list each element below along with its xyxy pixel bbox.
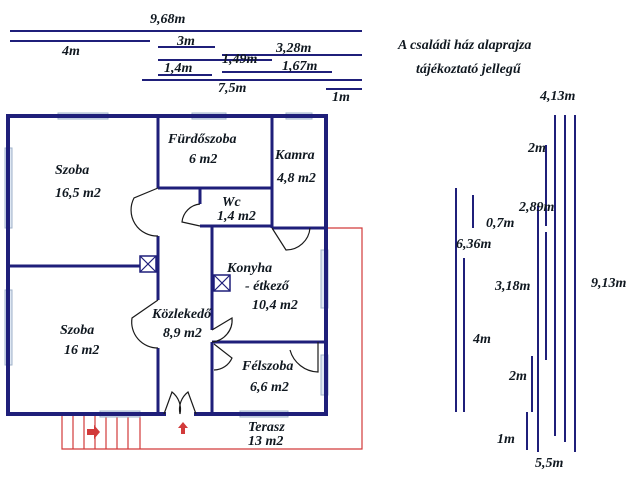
vdim-label-1m: 1m — [497, 432, 515, 447]
vdim-label-2m-b: 2m — [508, 369, 527, 384]
dim-label-1m: 1m — [332, 90, 350, 105]
room-terasz-name: Terasz — [248, 420, 285, 435]
dim-label-75: 7,5m — [218, 81, 247, 96]
entrance-arrows — [87, 422, 188, 439]
side-dimension-lines — [455, 115, 576, 452]
room-szoba1-name: Szoba — [55, 163, 89, 178]
top-dimension-labels: 9,68m 4m 3m 3,28m 1,49m 1,4m 1,67m 7,5m … — [61, 12, 350, 105]
doors — [130, 187, 319, 415]
room-felszoba-name: Félszoba — [241, 359, 293, 374]
door-room2 — [131, 299, 159, 349]
room-furdo-name: Fürdőszoba — [167, 132, 236, 147]
door-entrance-left — [163, 391, 182, 415]
door-pantry — [271, 227, 311, 251]
vdim-label-636: 6,36m — [456, 237, 492, 252]
vdim-label-318: 3,18m — [494, 279, 531, 294]
room-wc-area: 1,4 m2 — [217, 209, 256, 224]
interior-walls — [8, 116, 326, 414]
chimney-symbols — [139, 255, 231, 292]
dim-label-167: 1,67m — [282, 59, 318, 74]
dim-label-968: 9,68m — [150, 12, 186, 27]
vdim-label-413: 4,13m — [539, 89, 576, 104]
door-room1 — [130, 187, 159, 237]
dim-label-4m: 4m — [61, 44, 80, 59]
arrow-up-icon — [178, 422, 188, 434]
plan-subtitle: tájékoztató jellegű — [416, 62, 522, 77]
room-konyha-sub: - étkező — [245, 279, 290, 294]
room-kozlekedo-area: 8,9 m2 — [163, 326, 202, 341]
room-labels: Szoba 16,5 m2 Fürdőszoba 6 m2 Kamra 4,8 … — [55, 132, 316, 449]
room-terasz-area: 13 m2 — [248, 434, 283, 449]
room-kozlekedo-name: Közlekedő — [151, 307, 212, 322]
dim-label-3m: 3m — [176, 34, 195, 49]
room-konyha-name: Konyha — [226, 261, 272, 276]
door-wc — [181, 203, 201, 227]
vdim-label-2m-a: 2m — [527, 141, 546, 156]
room-konyha-area: 10,4 m2 — [252, 298, 298, 313]
arrow-right-icon — [87, 425, 100, 439]
room-felszoba-area: 6,6 m2 — [250, 380, 289, 395]
door-kitchen — [211, 316, 233, 343]
room-kamra-area: 4,8 m2 — [276, 171, 316, 186]
side-dimension-labels: 4,13m 2m 2,89m 0,7m 6,36m 3,18m 9,13m 4m… — [456, 89, 627, 471]
vdim-label-07: 0,7m — [486, 216, 515, 231]
dim-label-328: 3,28m — [275, 41, 312, 56]
room-furdo-area: 6 m2 — [189, 152, 217, 167]
door-halfroom — [213, 343, 233, 371]
door-entrance-right — [178, 391, 197, 415]
door-halfroom-right — [289, 342, 319, 373]
room-wc-name: Wc — [222, 195, 241, 210]
room-szoba1-area: 16,5 m2 — [55, 186, 101, 201]
vdim-label-55: 5,5m — [535, 456, 564, 471]
room-szoba2-area: 16 m2 — [64, 343, 99, 358]
top-dimension-lines — [10, 30, 362, 90]
vdim-label-289: 2,89m — [518, 200, 555, 215]
vdim-label-4m: 4m — [472, 332, 491, 347]
plan-title: A családi ház alaprajza — [397, 38, 531, 53]
dim-label-149: 1,49m — [222, 52, 258, 67]
room-kamra-name: Kamra — [274, 148, 315, 163]
room-szoba2-name: Szoba — [60, 323, 94, 338]
vdim-label-913: 9,13m — [591, 276, 627, 291]
dim-label-14: 1,4m — [164, 61, 193, 76]
